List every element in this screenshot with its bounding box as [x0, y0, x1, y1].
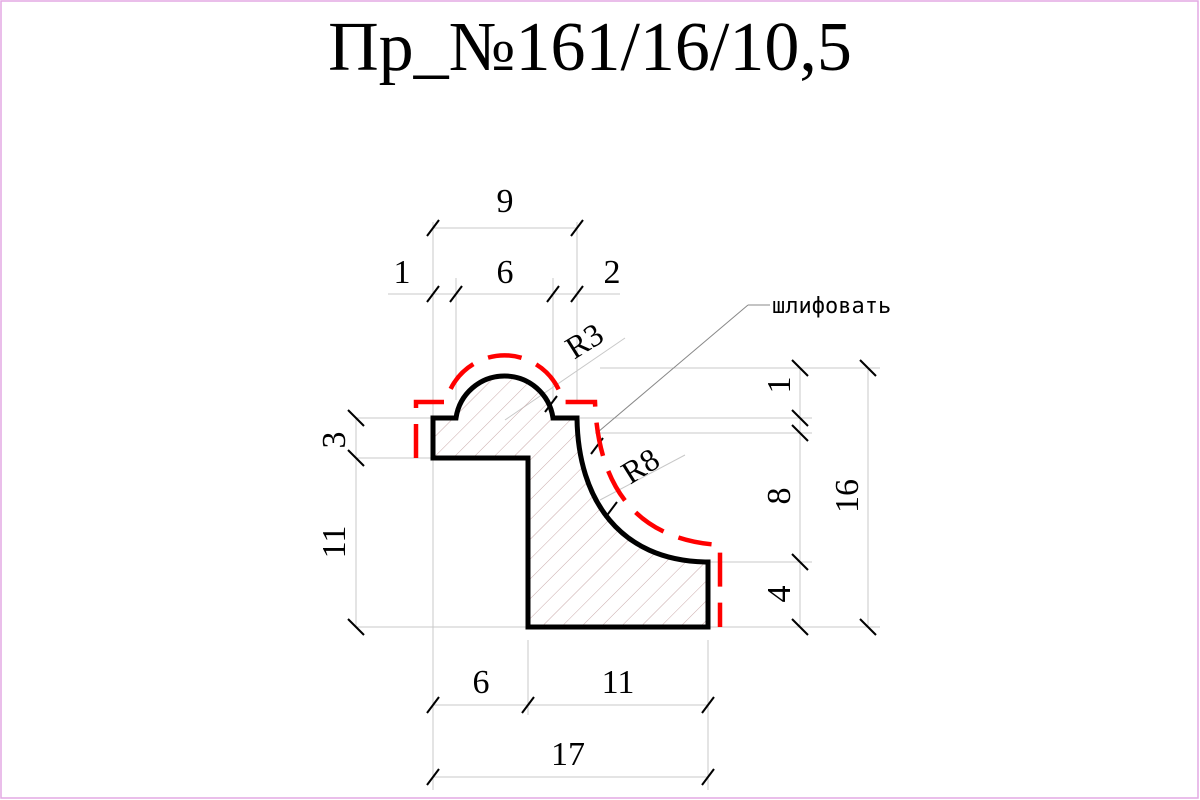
- dim-bottom-left: 6: [473, 664, 490, 701]
- dim-top-right: 2: [604, 254, 621, 291]
- dim-right-total: 16: [829, 479, 866, 513]
- grinding-line: [413, 353, 723, 627]
- dim-right-mid: 8: [761, 488, 798, 505]
- radius-large-label: R8: [615, 441, 666, 491]
- radius-small-label: R3: [559, 316, 610, 366]
- dim-top-total: 9: [497, 183, 514, 220]
- dim-left-upper: 3: [316, 432, 353, 449]
- dimension-ticks: [347, 219, 877, 786]
- dim-top-left: 1: [394, 254, 411, 291]
- dim-right-top: 1: [761, 377, 798, 394]
- grinding-note: шлифовать: [772, 294, 891, 319]
- dim-bottom-total: 17: [551, 736, 585, 773]
- dim-bottom-right: 11: [602, 664, 635, 701]
- dim-left-lower: 11: [316, 526, 353, 559]
- profile-section: [430, 373, 711, 630]
- dim-right-bottom: 4: [761, 586, 798, 603]
- dim-top-mid: 6: [497, 254, 514, 291]
- radius-leaders: [504, 304, 770, 501]
- drawing-title: Пр_№161/16/10,5: [328, 9, 852, 86]
